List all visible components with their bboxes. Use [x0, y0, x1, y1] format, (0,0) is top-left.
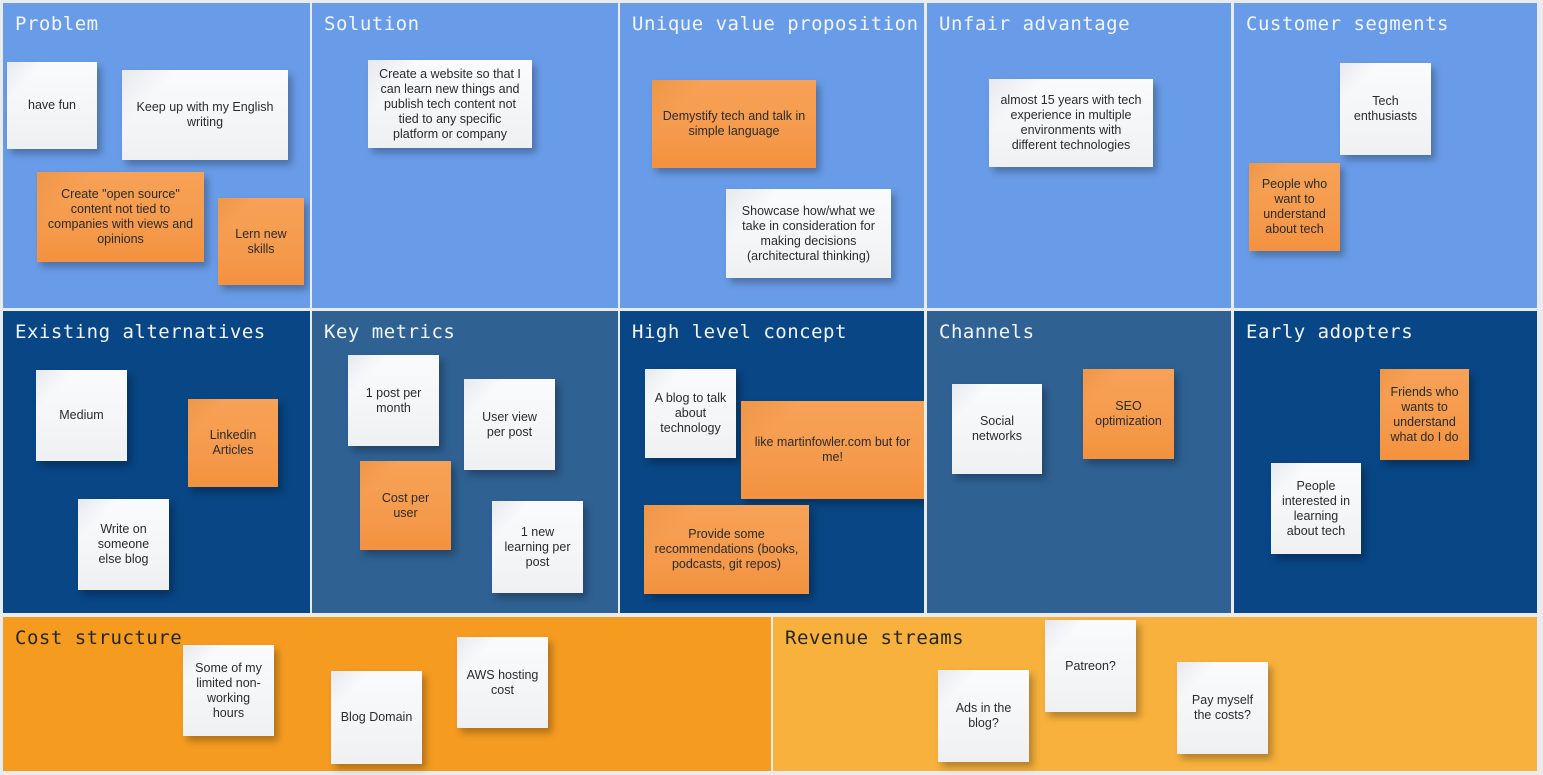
sticky-note[interactable]: Friends who wants to understand what do … [1380, 369, 1469, 460]
sticky-note[interactable]: Blog Domain [331, 671, 422, 764]
sticky-note[interactable]: Tech enthusiasts [1340, 63, 1431, 155]
sticky-note[interactable]: Linkedin Articles [188, 399, 278, 487]
panel-revenue-streams[interactable]: Revenue streams [773, 617, 1537, 771]
sticky-note[interactable]: Some of my limited non-working hours [183, 645, 274, 736]
panel-early-adopters[interactable]: Early adopters Friends who wants to unde… [1234, 311, 1537, 613]
sticky-note[interactable]: AWS hosting cost [457, 637, 548, 728]
panel-key-metrics[interactable]: Key metrics 1 post per month User view p… [312, 311, 618, 613]
sticky-note[interactable]: Medium [36, 370, 127, 461]
panel-title-revenue-streams: Revenue streams [785, 627, 965, 649]
sticky-note[interactable]: Showcase how/what we take in considerati… [726, 189, 891, 278]
sticky-note[interactable]: Pay myself the costs? [1177, 662, 1268, 754]
panel-title-solution: Solution [324, 13, 420, 35]
panel-title-existing-alternatives: Existing alternatives [15, 321, 266, 343]
panel-channels[interactable]: Channels Social networks SEO optimizatio… [927, 311, 1231, 613]
sticky-note[interactable]: SEO optimization [1083, 369, 1174, 459]
panel-title-early-adopters: Early adopters [1246, 321, 1414, 343]
panel-existing-alternatives[interactable]: Existing alternatives Medium Linkedin Ar… [3, 311, 310, 613]
sticky-note[interactable]: Demystify tech and talk in simple langua… [652, 80, 816, 168]
panel-customer-segments[interactable]: Customer segments Tech enthusiasts Peopl… [1234, 3, 1537, 308]
panel-title-unfair-advantage: Unfair advantage [939, 13, 1131, 35]
sticky-note[interactable]: Patreon? [1045, 620, 1136, 712]
sticky-note[interactable]: Keep up with my English writing [122, 70, 288, 160]
panel-unfair-advantage[interactable]: Unfair advantage almost 15 years with te… [927, 3, 1231, 308]
sticky-note[interactable]: Lern new skills [218, 198, 304, 285]
sticky-note[interactable]: Ads in the blog? [938, 670, 1029, 762]
panel-title-customer-segments: Customer segments [1246, 13, 1449, 35]
sticky-note[interactable]: Social networks [952, 384, 1042, 474]
sticky-note[interactable]: have fun [7, 62, 97, 149]
sticky-note[interactable]: almost 15 years with tech experience in … [989, 79, 1153, 167]
panel-title-channels: Channels [939, 321, 1035, 343]
panel-title-unique-value-proposition: Unique value proposition [632, 13, 919, 35]
sticky-note[interactable]: Create a website so that I can learn new… [368, 60, 532, 148]
panel-title-high-level-concept: High level concept [632, 321, 847, 343]
sticky-note[interactable]: Provide some recommendations (books, pod… [644, 505, 809, 594]
panel-title-cost-structure: Cost structure [15, 627, 183, 649]
sticky-note[interactable]: 1 new learning per post [492, 501, 583, 593]
sticky-note[interactable]: A blog to talk about technology [645, 369, 736, 458]
panel-solution[interactable]: Solution Create a website so that I can … [312, 3, 618, 308]
panel-problem[interactable]: Problem have fun Keep up with my English… [3, 3, 310, 308]
sticky-note[interactable]: User view per post [464, 379, 555, 470]
sticky-note[interactable]: Write on someone else blog [78, 499, 169, 590]
panel-high-level-concept[interactable]: High level concept A blog to talk about … [620, 311, 924, 613]
panel-unique-value-proposition[interactable]: Unique value proposition Demystify tech … [620, 3, 924, 308]
sticky-note[interactable]: Cost per user [360, 461, 451, 550]
sticky-note[interactable]: People who want to understand about tech [1249, 163, 1340, 251]
sticky-note[interactable]: Create "open source" content not tied to… [37, 172, 204, 262]
panel-title-key-metrics: Key metrics [324, 321, 456, 343]
sticky-note[interactable]: like martinfowler.com but for me! [741, 401, 924, 499]
sticky-note[interactable]: 1 post per month [348, 355, 439, 446]
sticky-note[interactable]: People interested in learning about tech [1271, 463, 1361, 554]
panel-title-problem: Problem [15, 13, 99, 35]
